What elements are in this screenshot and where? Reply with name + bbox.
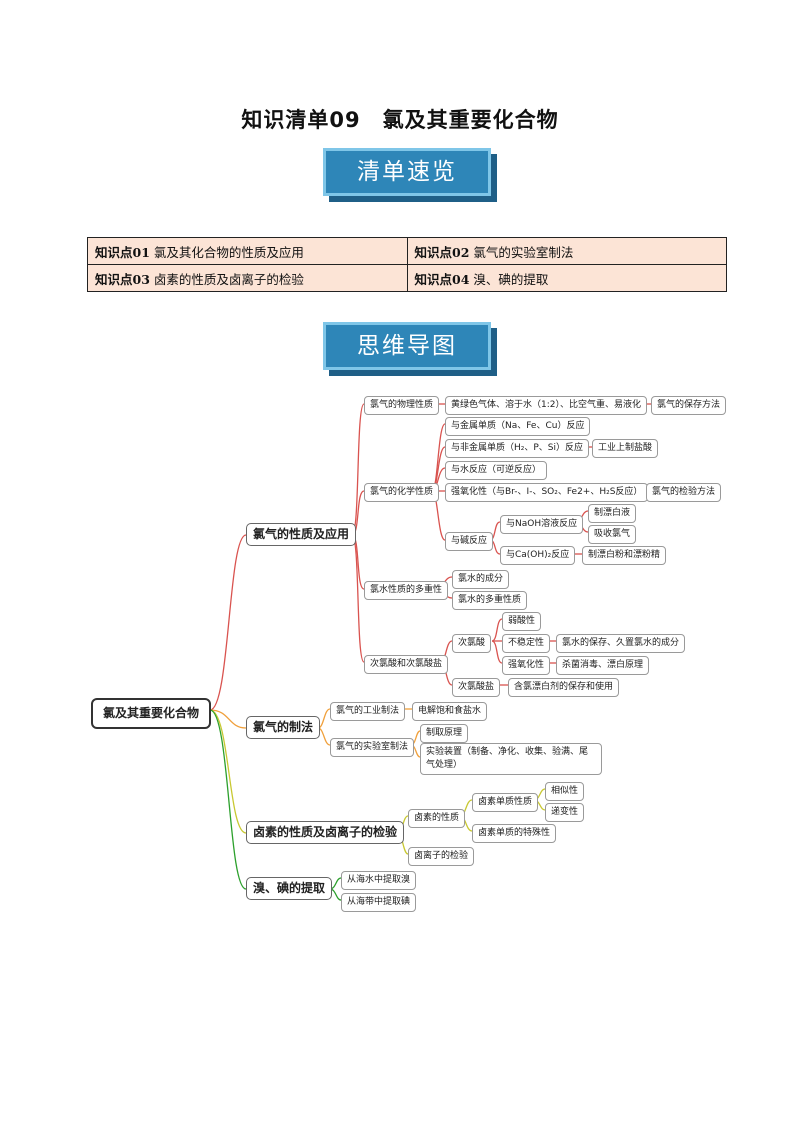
node-special: 卤素单质的特殊性 — [472, 824, 557, 843]
node-unstable: 不稳定性 — [502, 634, 551, 653]
node-hclo-store: 氯水的保存、久置氯水的成分 — [556, 634, 686, 653]
node-bleach-liquid: 制漂白液 — [588, 504, 637, 523]
node-lab: 氯气的实验室制法 — [330, 738, 415, 757]
toc-num: 知识点02 — [414, 244, 470, 260]
toc-text: 氯及其化合物的性质及应用 — [153, 244, 304, 260]
toc-text: 卤素的性质及卤离子的检验 — [153, 271, 304, 287]
node-base: 与碱反应 — [445, 532, 494, 551]
node-physical-desc: 黄绿色气体、溶于水（1:2）、比空气重、易液化 — [445, 396, 647, 415]
node-hcl: 工业上制盐酸 — [592, 439, 659, 458]
connector — [209, 534, 247, 711]
node-water-reaction: 与水反应（可逆反应） — [445, 461, 548, 480]
node-oxidizing: 强氧化性（与Br-、I-、SO₂、Fe2+、H₂S反应） — [445, 483, 649, 502]
node-hclo: 次氯酸和次氯酸盐 — [364, 655, 449, 674]
node-hclo-acid: 次氯酸 — [452, 634, 492, 653]
toc-cell-3: 知识点03 卤素的性质及卤离子的检验 — [87, 264, 408, 292]
node-hypochlorite: 次氯酸盐 — [452, 678, 501, 697]
node-halogen-prop: 卤素的性质 — [408, 809, 466, 828]
node-chlorine-water: 氯水性质的多重性 — [364, 581, 449, 600]
node-similar: 相似性 — [545, 782, 585, 801]
node-industrial: 氯气的工业制法 — [330, 702, 406, 721]
node-electrolysis: 电解饱和食盐水 — [412, 702, 488, 721]
toc-num: 知识点04 — [414, 271, 470, 287]
connector — [209, 709, 247, 834]
node-iodine: 从海带中提取碘 — [341, 893, 417, 912]
node-weak-acid: 弱酸性 — [502, 612, 542, 631]
knowledge-point-table: 知识点01 氯及其化合物的性质及应用 知识点02 氯气的实验室制法 知识点03 … — [87, 237, 727, 292]
toc-cell-4: 知识点04 溴、碘的提取 — [406, 264, 727, 292]
node-gradual: 递变性 — [545, 803, 585, 822]
node-bleach-powder: 制漂白粉和漂粉精 — [582, 546, 667, 565]
node-halogen-elem: 卤素单质性质 — [472, 793, 539, 812]
toc-cell-2: 知识点02 氯气的实验室制法 — [406, 237, 727, 265]
node-strong-ox: 强氧化性 — [502, 656, 551, 675]
mindmap-root: 氯及其重要化合物 — [91, 698, 212, 729]
toc-num: 知识点03 — [95, 271, 150, 287]
branch-chlorine-preparation: 氯气的制法 — [246, 716, 321, 739]
node-chemical: 氯气的化学性质 — [364, 483, 440, 502]
toc-text: 氯气的实验室制法 — [473, 244, 574, 260]
toc-num: 知识点01 — [95, 244, 150, 260]
toc-cell-1: 知识点01 氯及其化合物的性质及应用 — [87, 237, 408, 265]
connector — [209, 709, 247, 890]
node-water-multi: 氯水的多重性质 — [452, 591, 528, 610]
page-title: 知识清单09 氯及其重要化合物 — [241, 108, 559, 132]
branch-halogen: 卤素的性质及卤离子的检验 — [246, 821, 405, 844]
node-metal: 与金属单质（Na、Fe、Cu）反应 — [445, 417, 591, 436]
node-halide-test: 卤离子的检验 — [408, 847, 475, 866]
node-water-comp: 氯水的成分 — [452, 570, 510, 589]
node-storage: 氯气的保存方法 — [651, 396, 727, 415]
connector — [209, 709, 247, 729]
mindmap-banner: 思维导图 — [323, 322, 491, 370]
node-caoh: 与Ca(OH)₂反应 — [500, 546, 576, 565]
node-naoh: 与NaOH溶液反应 — [500, 515, 584, 534]
node-disinfect: 杀菌消毒、漂白原理 — [556, 656, 650, 675]
node-principle: 制取原理 — [420, 724, 469, 743]
overview-banner: 清单速览 — [323, 148, 491, 196]
node-absorb: 吸收氯气 — [588, 525, 637, 544]
node-bleach-use: 含氯漂白剂的保存和使用 — [508, 678, 620, 697]
node-test: 氯气的检验方法 — [646, 483, 722, 502]
node-bromine: 从海水中提取溴 — [341, 871, 417, 890]
node-nonmetal: 与非金属单质（H₂、P、Si）反应 — [445, 439, 590, 458]
branch-extraction: 溴、碘的提取 — [246, 877, 333, 900]
node-apparatus: 实验装置（制备、净化、收集、验满、尾气处理） — [420, 743, 602, 775]
branch-chlorine-properties: 氯气的性质及应用 — [246, 523, 357, 546]
node-physical: 氯气的物理性质 — [364, 396, 440, 415]
toc-text: 溴、碘的提取 — [473, 271, 549, 287]
